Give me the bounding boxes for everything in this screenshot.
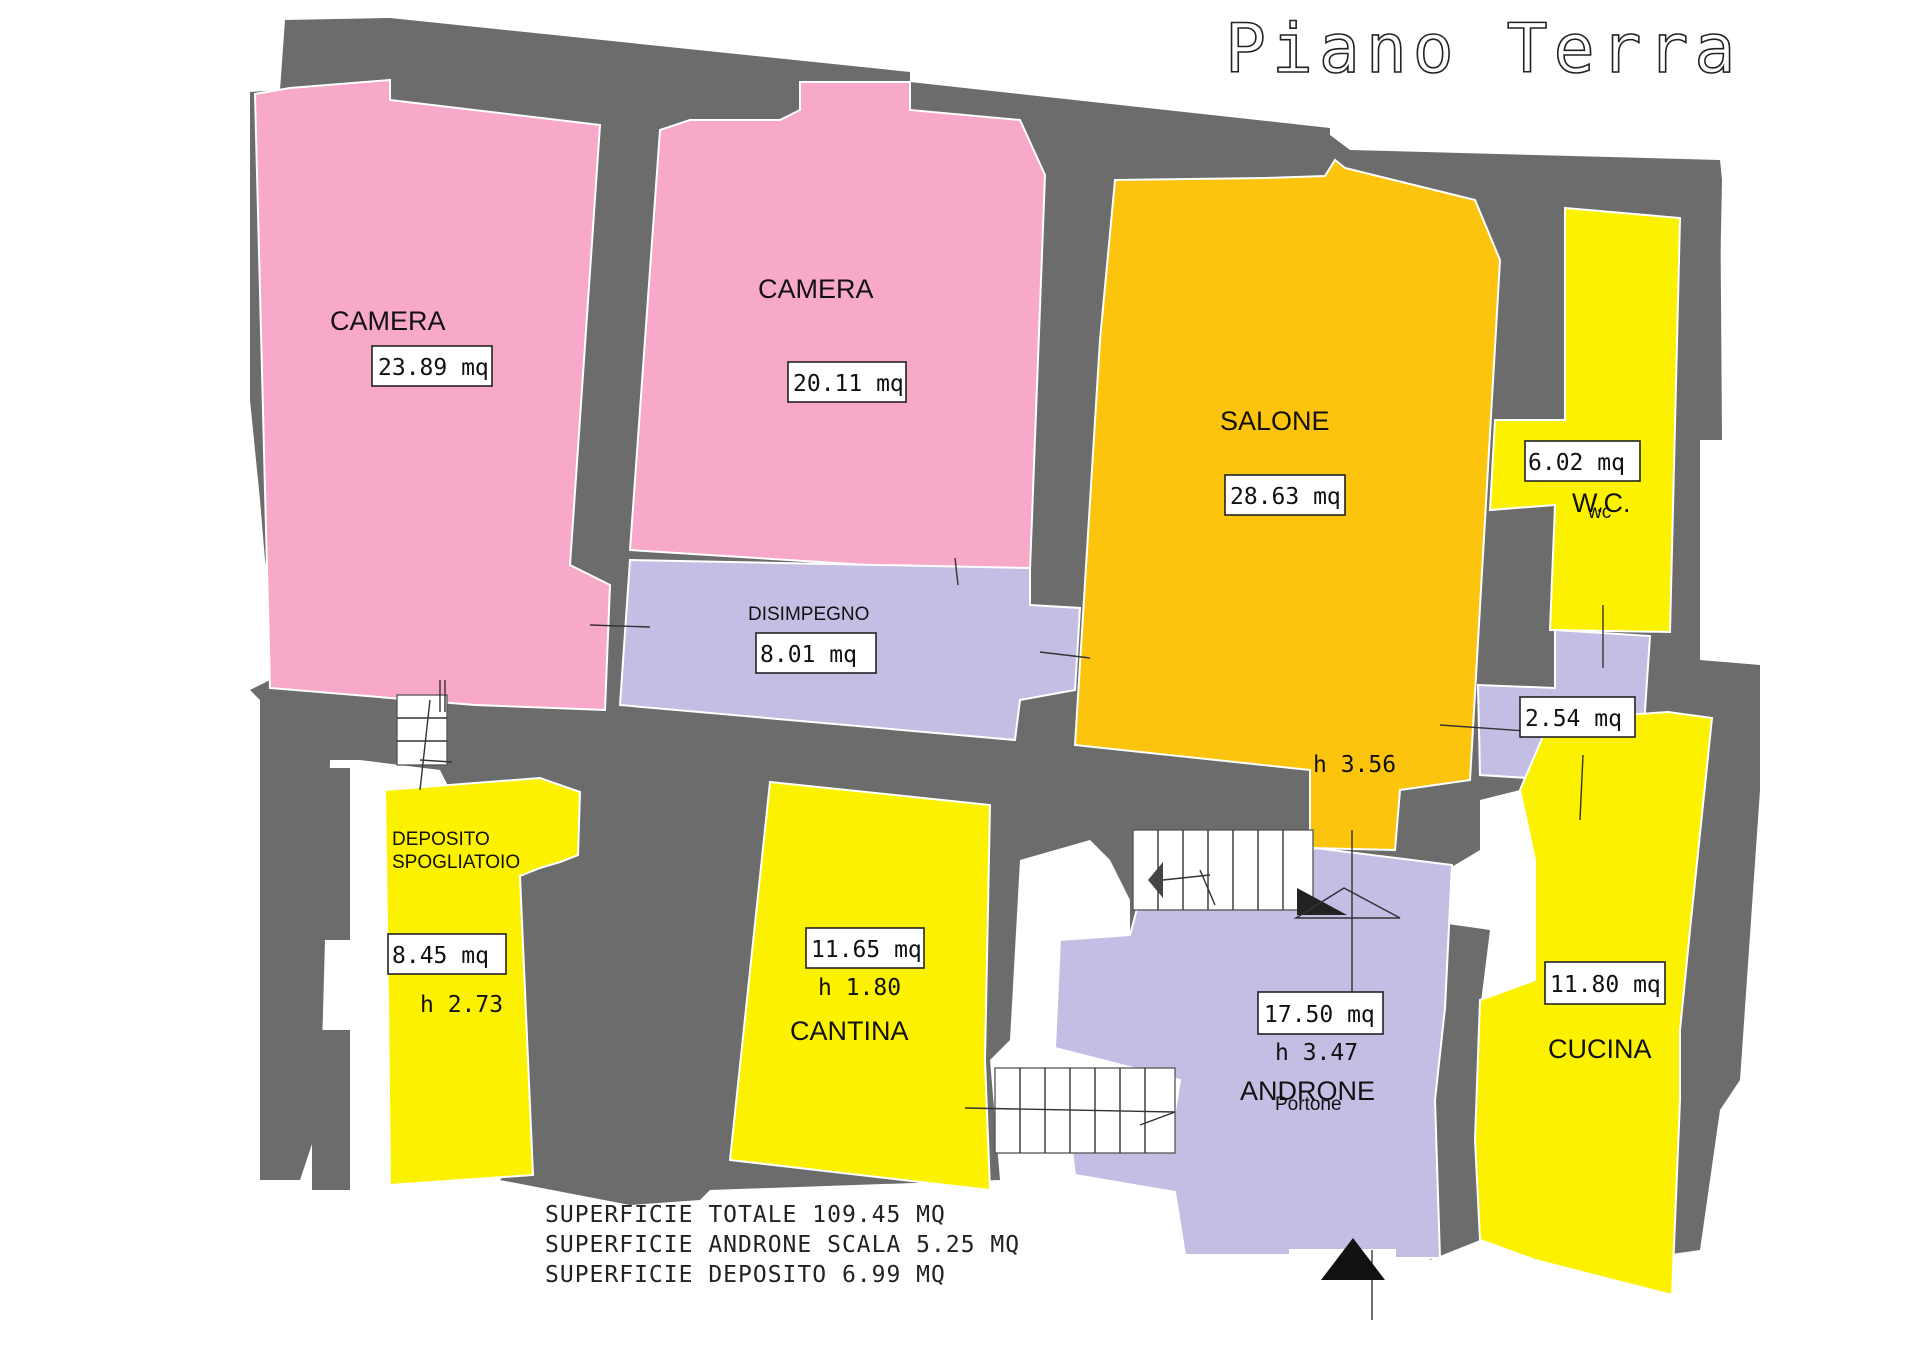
disimpegno-area: 8.01 mq <box>760 642 857 668</box>
androne-area-box <box>1257 991 1384 1035</box>
androne-height: h 3.47 <box>1275 1040 1358 1066</box>
androne-area: 17.50 mq <box>1264 1002 1375 1028</box>
androne-note: Portone <box>1275 1094 1342 1115</box>
stair-androne-upper <box>1132 829 1314 911</box>
wc-area: 6.02 mq <box>1528 450 1625 476</box>
summary-line-3: SUPERFICIE DEPOSITO 6.99 MQ <box>545 1262 946 1288</box>
salone-area-box <box>1224 474 1346 516</box>
wc-area-box <box>1524 440 1641 482</box>
cucina-area-box <box>1544 961 1666 1005</box>
wc-note: wc <box>1587 502 1611 523</box>
room-deposito <box>383 776 582 1187</box>
disimpegno-label: DISIMPEGNO <box>748 604 869 625</box>
salone-height: h 3.56 <box>1313 752 1396 778</box>
cucina-area: 11.80 mq <box>1550 972 1661 998</box>
deposito-area: 8.45 mq <box>392 943 489 969</box>
stairs <box>396 694 1401 1154</box>
summary-line-2: SUPERFICIE ANDRONE SCALA 5.25 MQ <box>545 1232 1020 1258</box>
cantina-height: h 1.80 <box>818 975 901 1001</box>
salone-label: SALONE <box>1220 406 1330 436</box>
camera-1-area-box <box>371 345 493 387</box>
room-wc <box>1488 206 1682 634</box>
stair-arrow-left <box>1148 862 1163 898</box>
deposito-label-2: SPOGLIATOIO <box>392 852 520 873</box>
summary-line-1: SUPERFICIE TOTALE 109.45 MQ <box>545 1202 946 1228</box>
camera-2-area: 20.11 mq <box>793 371 904 397</box>
deposito-height: h 2.73 <box>420 992 503 1018</box>
camera-2-area-box <box>787 361 907 403</box>
plan-title: Piano Terra <box>1225 10 1741 89</box>
salone-area: 28.63 mq <box>1230 484 1341 510</box>
camera-1-area: 23.89 mq <box>378 355 489 381</box>
camera-2-label: CAMERA <box>758 274 874 304</box>
cucina-label: CUCINA <box>1548 1034 1652 1064</box>
room-camera-1 <box>253 78 612 712</box>
door-markers <box>439 557 1604 1320</box>
room-androne <box>1053 846 1454 1259</box>
cantina-area-box <box>805 927 925 969</box>
cantina-area: 11.65 mq <box>811 937 922 963</box>
stair-deposito <box>396 694 453 791</box>
entrance-arrow <box>1321 1238 1385 1280</box>
stair-androne-lower <box>964 1067 1176 1154</box>
disimpegno-area-box <box>755 632 877 674</box>
stair-arrow-outline <box>1293 887 1401 919</box>
room-camera-2 <box>628 81 1047 572</box>
wc-label: W.C. <box>1572 488 1631 518</box>
deposito-label-1: DEPOSITO <box>392 829 490 850</box>
ripostiglio-area: 2.54 mq <box>1525 706 1622 732</box>
deposito-area-box <box>387 933 507 975</box>
labels: CAMERA 23.89 mq CAMERA 20.11 mq SALONE 2… <box>330 274 1666 1115</box>
camera-1-label: CAMERA <box>330 306 446 336</box>
cantina-label: CANTINA <box>790 1016 909 1046</box>
androne-label: ANDRONE <box>1240 1076 1375 1106</box>
area-summary: SUPERFICIE TOTALE 109.45 MQ SUPERFICIE A… <box>545 1202 1020 1288</box>
ripostiglio-area-box <box>1519 696 1636 738</box>
room-cantina <box>728 780 992 1192</box>
rooms <box>253 78 1714 1297</box>
